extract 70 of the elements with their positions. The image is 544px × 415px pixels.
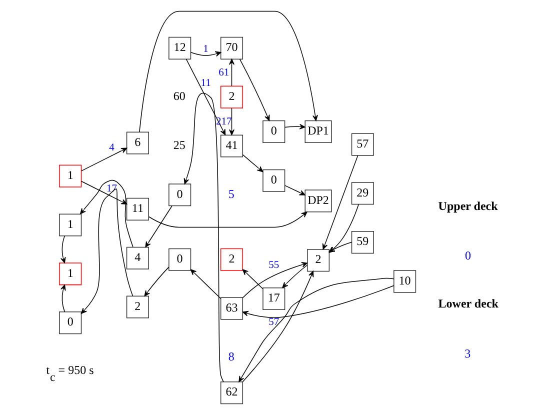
arrow: [190, 51, 222, 57]
arrow: [242, 154, 264, 172]
node-box: 4: [126, 246, 149, 270]
label: Lower deck: [438, 296, 498, 311]
arrow: [242, 262, 308, 298]
node-box: 2: [220, 248, 244, 271]
node-box: DP1: [304, 120, 332, 143]
node-box: 0: [168, 248, 192, 271]
label: Upper deck: [438, 198, 498, 213]
arrow: [139, 10, 318, 132]
node-box: 57: [351, 133, 374, 156]
arrow: [190, 269, 222, 299]
node-box: 1: [59, 214, 82, 236]
arrow: [282, 264, 308, 288]
arrow: [242, 269, 264, 290]
node-box: 11: [126, 198, 149, 220]
arrow: [284, 185, 306, 196]
arrow: [284, 124, 306, 130]
edge-label: 11: [200, 78, 211, 89]
arrow: [81, 148, 128, 172]
edge-label: 55: [268, 260, 280, 272]
arrow: [322, 155, 358, 250]
arrow: [60, 236, 66, 264]
arrow: [60, 284, 66, 312]
arrow: [328, 204, 359, 253]
node-box: 0: [262, 120, 286, 143]
node-box: 0: [59, 312, 82, 334]
node-box: 59: [351, 231, 374, 254]
node-box: 29: [351, 182, 374, 205]
node-box: 0: [262, 169, 286, 192]
node-box: 10: [394, 270, 416, 293]
arrow: [186, 58, 226, 136]
node-box: 70: [220, 36, 244, 60]
node-box: 1: [59, 164, 82, 188]
arrow: [238, 278, 394, 382]
label: 3: [464, 346, 471, 360]
node-box: 2: [220, 86, 244, 108]
arrow: [80, 180, 134, 248]
label: 5: [228, 186, 234, 201]
edge-label: 1: [203, 44, 208, 56]
arrow: [80, 188, 134, 314]
node-box: DP2: [304, 190, 332, 212]
node-box: 12: [168, 36, 192, 60]
node-box: 63: [220, 297, 244, 320]
node-box: 2: [126, 296, 149, 318]
arrow: [81, 180, 128, 204]
edge-label: 17: [106, 183, 117, 194]
node-box: 17: [262, 287, 286, 310]
arrow: [328, 242, 352, 252]
arrow: [229, 58, 234, 86]
node-box: 41: [220, 134, 244, 158]
node-box: 1: [59, 262, 82, 286]
node-box: 2: [307, 249, 330, 272]
node-box: 62: [220, 382, 244, 404]
arrow: [242, 285, 394, 318]
edge-label: 4: [109, 142, 114, 154]
edge-label: 61: [218, 67, 230, 78]
arrow: [229, 108, 234, 136]
node-box: 6: [126, 132, 149, 154]
arrow: [145, 206, 172, 248]
label: 25: [173, 138, 186, 152]
label: 60: [173, 88, 186, 103]
node-box: 0: [168, 184, 192, 206]
label: 0: [465, 248, 472, 262]
arrow: [148, 212, 308, 228]
label: 8: [228, 349, 234, 364]
arrow: [242, 270, 314, 382]
edge-label: 57: [268, 317, 280, 328]
arrow: [184, 92, 224, 382]
arrow: [144, 266, 170, 296]
